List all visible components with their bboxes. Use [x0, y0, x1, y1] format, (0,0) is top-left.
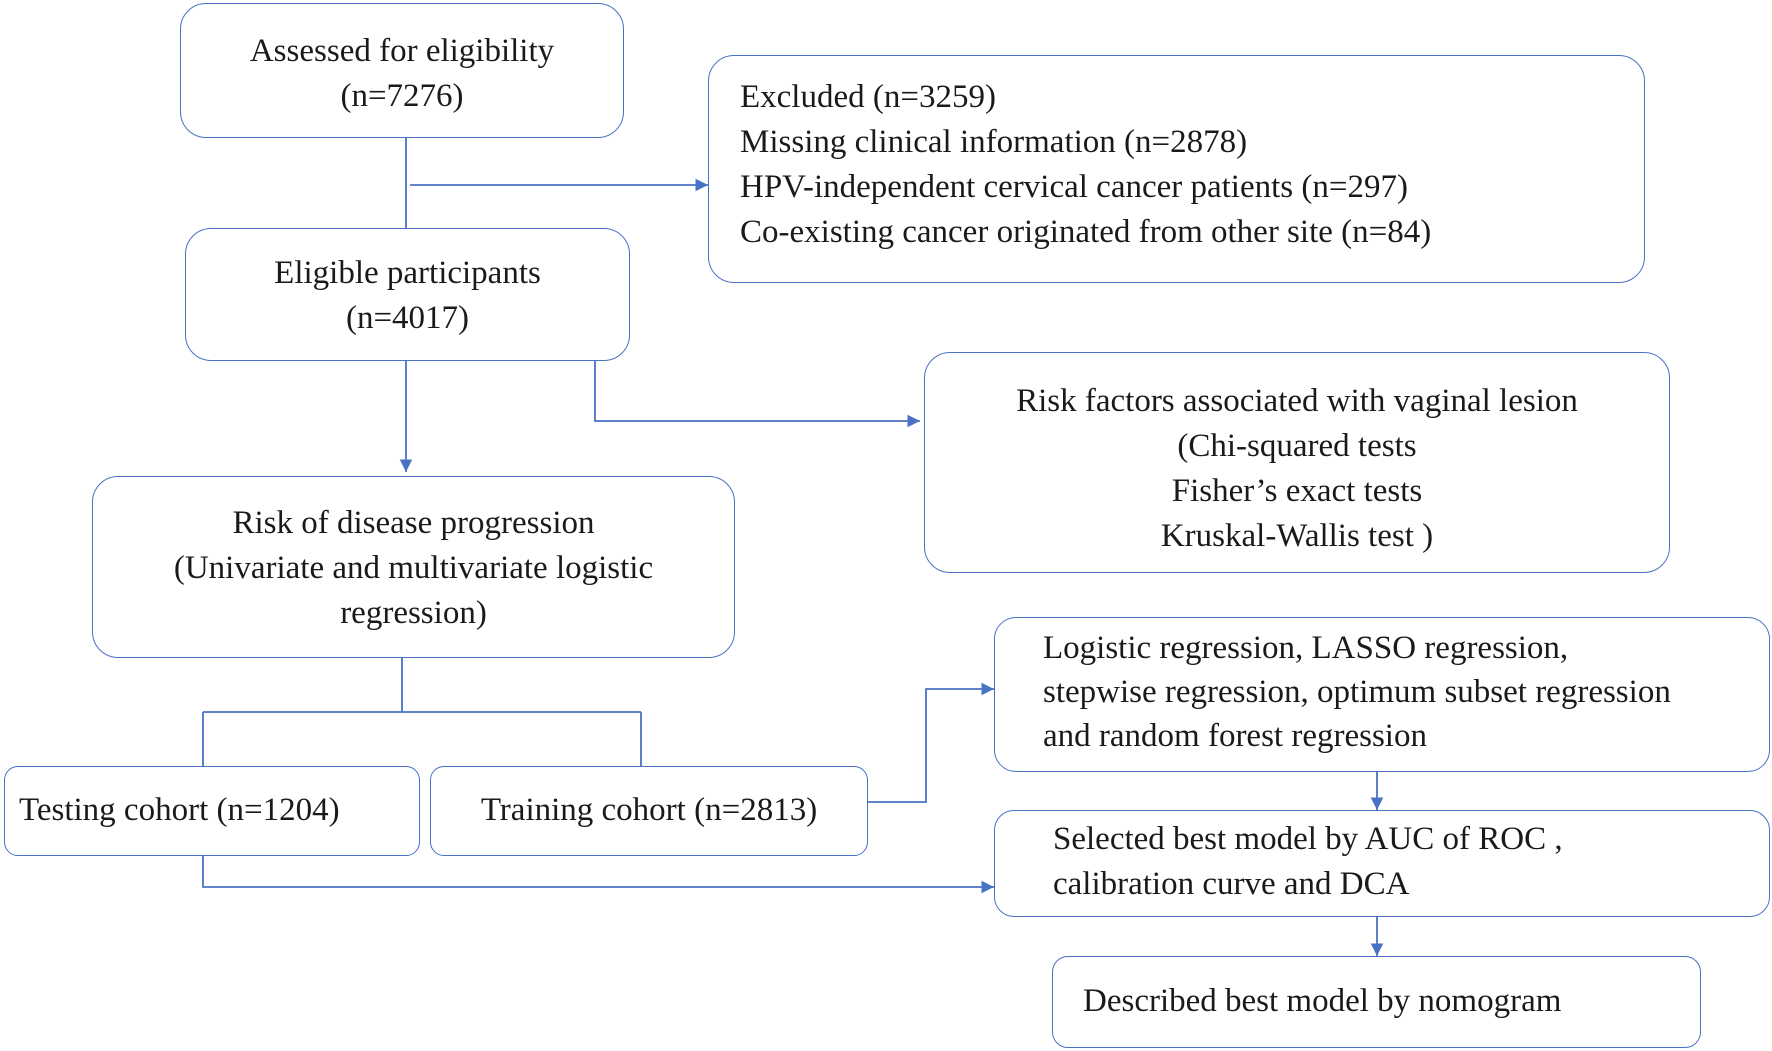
risk-factors-kruskal: Kruskal-Wallis test )	[1160, 518, 1434, 554]
arrow-to-risk-factors	[594, 361, 920, 428]
training-label: Training cohort (n=2813)	[480, 792, 818, 828]
methods-line1: Logistic regression, LASSO regression,	[1043, 630, 1569, 666]
methods-line3: and random forest regression	[1043, 718, 1427, 754]
excluded-box: Excluded (n=3259) Missing clinical infor…	[708, 55, 1645, 283]
excluded-reason-coexisting: Co-existing cancer originated from other…	[740, 214, 1432, 250]
eligible-box: Eligible participants (n=4017)	[185, 228, 630, 361]
testing-label: Testing cohort (n=1204)	[19, 792, 340, 828]
assessed-title: Assessed for eligibility	[249, 33, 555, 69]
arrow-training-to-methods	[868, 682, 994, 803]
risk-factors-fisher: Fisher’s exact tests	[1171, 473, 1423, 509]
assessed-count: (n=7276)	[340, 78, 464, 114]
progression-box: Risk of disease progression (Univariate …	[92, 476, 735, 658]
excluded-reason-hpv: HPV-independent cervical cancer patients…	[740, 169, 1408, 205]
progression-title: Risk of disease progression	[232, 505, 595, 541]
excluded-reason-missing: Missing clinical information (n=2878)	[740, 124, 1248, 160]
methods-line2: stepwise regression, optimum subset regr…	[1043, 674, 1671, 710]
selected-line2: calibration curve and DCA	[1053, 866, 1410, 902]
progression-method-line2: regression)	[340, 595, 487, 631]
arrow-testing-to-selected	[202, 856, 994, 894]
progression-method-line1: (Univariate and multivariate logistic	[173, 550, 654, 586]
selected-line1: Selected best model by AUC of ROC ,	[1053, 821, 1563, 857]
nomogram-box: Described best model by nomogram	[1052, 956, 1701, 1048]
risk-factors-box: Risk factors associated with vaginal les…	[924, 352, 1670, 573]
eligible-count: (n=4017)	[345, 300, 470, 336]
training-box: Training cohort (n=2813)	[430, 766, 868, 856]
risk-factors-title: Risk factors associated with vaginal les…	[1016, 383, 1578, 419]
selected-box: Selected best model by AUC of ROC , cali…	[994, 810, 1770, 917]
testing-box: Testing cohort (n=1204)	[4, 766, 420, 856]
excluded-title: Excluded (n=3259)	[740, 79, 996, 115]
risk-factors-chi-squared: (Chi-squared tests	[1177, 428, 1417, 464]
eligible-title: Eligible participants	[274, 255, 541, 291]
nomogram-label: Described best model by nomogram	[1083, 983, 1562, 1019]
assessed-box: Assessed for eligibility (n=7276)	[180, 3, 624, 138]
methods-box: Logistic regression, LASSO regression, s…	[994, 617, 1770, 772]
